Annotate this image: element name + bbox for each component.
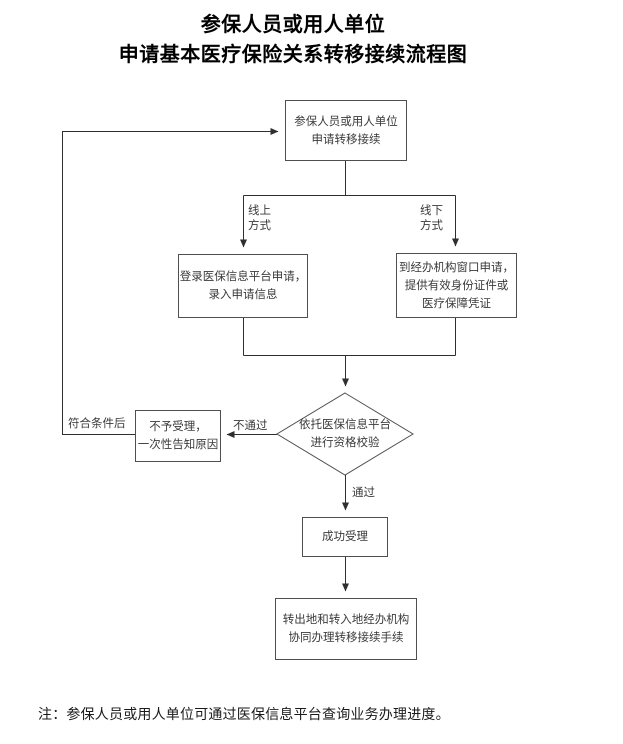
node-offline-window: 到经办机构窗口申请， 提供有效身份证件或 医疗保障凭证 [396, 253, 517, 318]
node-offline-window-label: 到经办机构窗口申请， 提供有效身份证件或 医疗保障凭证 [399, 261, 514, 310]
node-reject: 不予受理， 一次性告知原因 [135, 410, 221, 462]
edge-label-offline: 线下 方式 [420, 205, 443, 232]
node-joint-transfer-label: 转出地和转入地经办机构 协同办理转移接续手续 [282, 614, 410, 644]
node-online-platform: 登录医保信息平台申请， 录入申请信息 [178, 254, 308, 318]
node-online-platform-label: 登录医保信息平台申请， 录入申请信息 [179, 271, 307, 301]
edge-label-online: 线上 方式 [248, 205, 271, 232]
page-title-line-1: 参保人员或用人单位 [200, 14, 386, 36]
edge-label-fail: 不通过 [233, 420, 268, 432]
page-title-line-2: 申请基本医疗保险关系转移接续流程图 [118, 44, 468, 66]
node-reject-label: 不予受理， 一次性告知原因 [137, 421, 219, 451]
node-joint-transfer: 转出地和转入地经办机构 协同办理转移接续手续 [275, 598, 417, 660]
edge-label-pass: 通过 [352, 487, 375, 499]
node-verify-label: 依托医保信息平台 进行资格校验 [299, 419, 391, 449]
edge-label-condition-met: 符合条件后 [68, 418, 126, 430]
node-accept-label: 成功受理 [322, 531, 368, 543]
node-apply-transfer: 参保人员或用人单位 申请转移接续 [285, 100, 407, 161]
edge-loopback-condition-met [62, 128, 279, 435]
verify-decision-diamond [276, 392, 414, 476]
node-apply-transfer-label: 参保人员或用人单位 申请转移接续 [294, 115, 398, 146]
footnote: 注：参保人员或用人单位可通过医保信息平台查询业务办理进度。 [38, 708, 450, 723]
page-title: 参保人员或用人单位 申请基本医疗保险关系转移接续流程图 [0, 10, 586, 70]
node-accept: 成功受理 [302, 517, 388, 557]
